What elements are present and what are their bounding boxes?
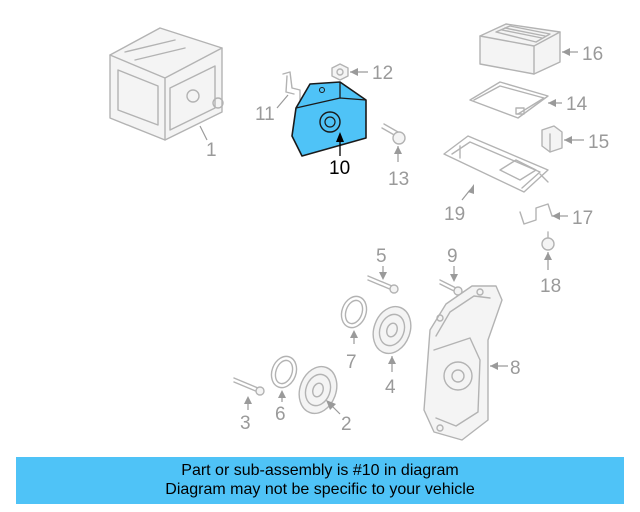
clip-part-17 [519, 203, 553, 225]
head-unit-part [109, 27, 224, 141]
callout-16: 16 [582, 44, 603, 65]
bolt-part-18 [541, 231, 555, 251]
bolt-part-13 [381, 123, 406, 145]
callout-2: 2 [341, 414, 352, 435]
callout-3: 3 [240, 413, 251, 434]
ring-part-7 [340, 295, 368, 329]
connector-part-15 [541, 125, 563, 153]
banner-line-2: Diagram may not be specific to your vehi… [165, 481, 475, 498]
callout-10: 10 [329, 158, 350, 179]
callout-13: 13 [388, 169, 409, 190]
pin-part-9 [439, 279, 463, 296]
speaker-part-4 [372, 305, 412, 355]
ring-part-6 [270, 355, 298, 389]
bracket-part [282, 71, 301, 101]
callout-19: 19 [444, 204, 465, 225]
callout-4: 4 [385, 377, 396, 398]
callout-7: 7 [346, 352, 357, 373]
module-part-16 [479, 23, 561, 75]
callout-18: 18 [540, 276, 561, 297]
callout-11: 11 [255, 104, 275, 125]
enclosure-part-8 [423, 285, 503, 441]
callout-1: 1 [206, 140, 217, 161]
highlighted-part-10 [291, 81, 367, 157]
info-banner: Part or sub-assembly is #10 in diagram D… [16, 457, 624, 504]
callout-5: 5 [376, 246, 387, 267]
mounting-plate-part-19 [443, 135, 549, 193]
callout-15: 15 [588, 132, 609, 153]
banner-line-1: Part or sub-assembly is #10 in diagram [181, 462, 459, 479]
callout-14: 14 [566, 94, 588, 115]
callout-6: 6 [275, 404, 286, 425]
callout-17: 17 [572, 208, 593, 229]
callout-12: 12 [372, 63, 393, 84]
callout-8: 8 [510, 358, 521, 379]
callout-9: 9 [447, 246, 458, 267]
parts-diagram: 1 11 10 12 13 16 [109, 23, 609, 441]
screw-part-12 [331, 63, 349, 81]
pin-part-3 [233, 377, 265, 396]
pin-part-5 [367, 275, 399, 294]
plate-part-14 [469, 81, 549, 119]
